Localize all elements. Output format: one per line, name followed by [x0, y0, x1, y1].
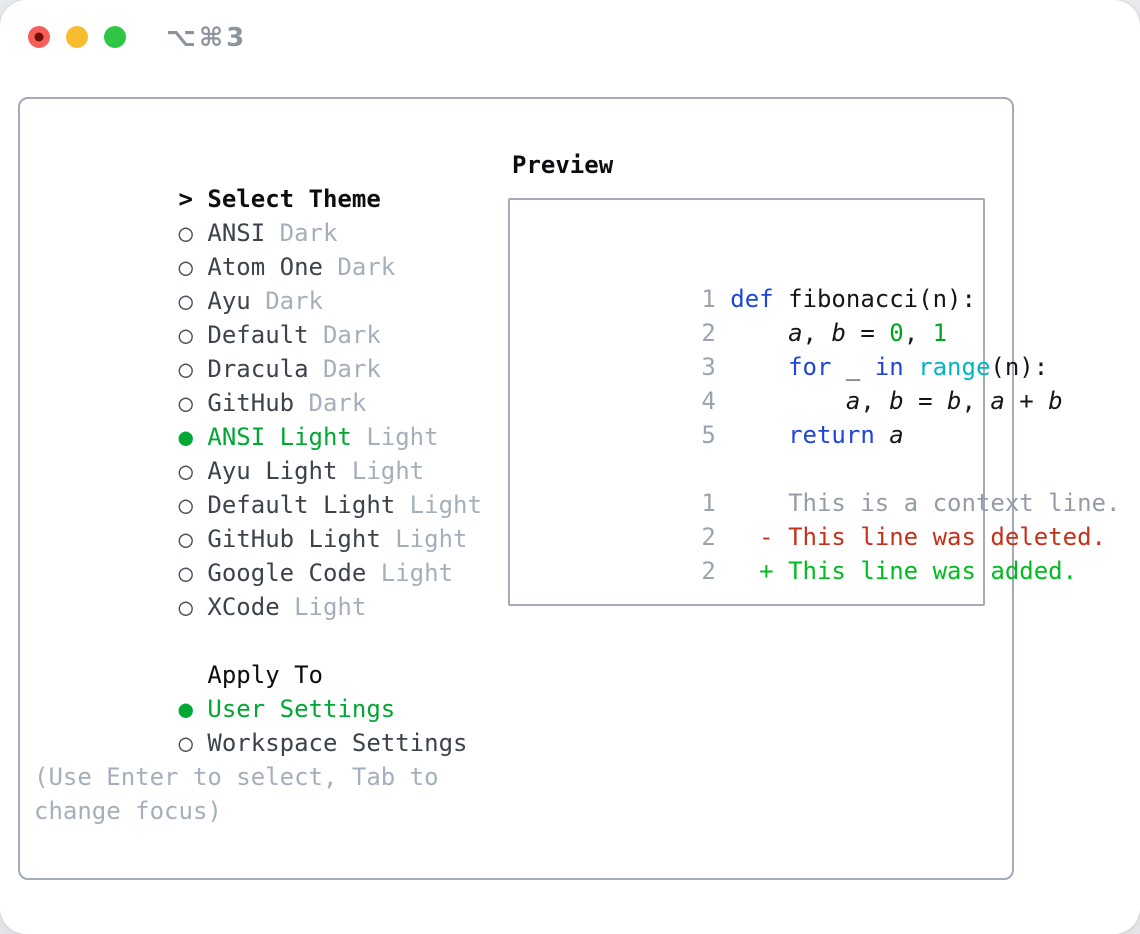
diff-context-line: 1 This is a context line.	[528, 452, 1120, 517]
radio-selected-icon: ●	[178, 695, 193, 723]
code-line: 4 a, b = b, a + b	[528, 350, 1062, 415]
theme-variant-tag: Dark	[308, 389, 367, 417]
code-line: 3 for _ in range(n):	[528, 316, 1048, 381]
theme-variant-tag: Dark	[322, 355, 381, 383]
keyboard-hint-line2: change focus)	[34, 797, 222, 825]
theme-variant-tag: Dark	[265, 287, 323, 315]
titlebar: ⌥⌘3	[0, 0, 1140, 72]
keyboard-hint-line1: (Use Enter to select, Tab to	[34, 763, 439, 791]
radio-icon: ○	[178, 321, 193, 349]
line-number: 1	[701, 285, 716, 313]
radio-icon: ○	[178, 355, 193, 383]
line-number: 2	[701, 523, 716, 551]
diff-deleted-line: 2 - This line was deleted.	[528, 486, 1106, 551]
theme-variant-tag: Light	[351, 457, 425, 485]
code-line: 5 return a	[528, 384, 983, 449]
radio-icon: ○	[178, 729, 193, 757]
theme-variant-tag: Dark	[322, 321, 381, 349]
minimize-button[interactable]	[66, 26, 88, 48]
radio-icon: ○	[178, 389, 193, 417]
theme-variant-tag: Light	[294, 593, 367, 621]
line-number: 5	[701, 421, 716, 449]
radio-icon: ○	[178, 253, 193, 281]
unsaved-indicator-dot	[34, 32, 44, 42]
radio-icon: ○	[178, 593, 193, 621]
apply-option-workspace-settings[interactable]: ○Workspace Settings	[34, 692, 1012, 757]
line-number: 1	[701, 489, 716, 517]
radio-selected-icon: ●	[178, 423, 193, 451]
theme-variant-tag: Dark	[337, 253, 396, 281]
code-line: 2 a, b = 0, 1	[528, 282, 983, 347]
line-number: 4	[701, 387, 716, 415]
radio-icon: ○	[178, 559, 193, 587]
radio-icon: ○	[178, 219, 193, 247]
theme-variant-tag: Light	[380, 559, 454, 587]
line-number: 2	[701, 557, 716, 585]
preview-title: Preview	[512, 151, 614, 179]
radio-icon: ○	[178, 457, 193, 485]
radio-icon: ○	[178, 287, 193, 315]
select-theme-header: > Select Theme	[34, 148, 1012, 213]
apply-to-label: Apply To	[207, 661, 323, 689]
window-title: ⌥⌘3	[166, 23, 248, 53]
apply-option-user-settings[interactable]: ●User Settings	[34, 658, 1012, 723]
close-button[interactable]	[28, 26, 50, 48]
prompt-icon: >	[178, 185, 193, 213]
zoom-button[interactable]	[104, 26, 126, 48]
diff-added-line: 2 + This line was added.	[528, 520, 1077, 585]
radio-icon: ○	[178, 525, 193, 553]
line-number: 3	[701, 353, 716, 381]
radio-icon: ○	[178, 491, 193, 519]
theme-variant-tag: Light	[409, 491, 482, 519]
select-theme-label: Select Theme	[207, 185, 381, 213]
theme-variant-tag: Light	[395, 525, 468, 553]
apply-to-header: Apply To	[34, 624, 1012, 689]
theme-variant-tag: Dark	[279, 219, 338, 247]
theme-variant-tag: Light	[366, 423, 439, 451]
line-number: 2	[701, 319, 716, 347]
